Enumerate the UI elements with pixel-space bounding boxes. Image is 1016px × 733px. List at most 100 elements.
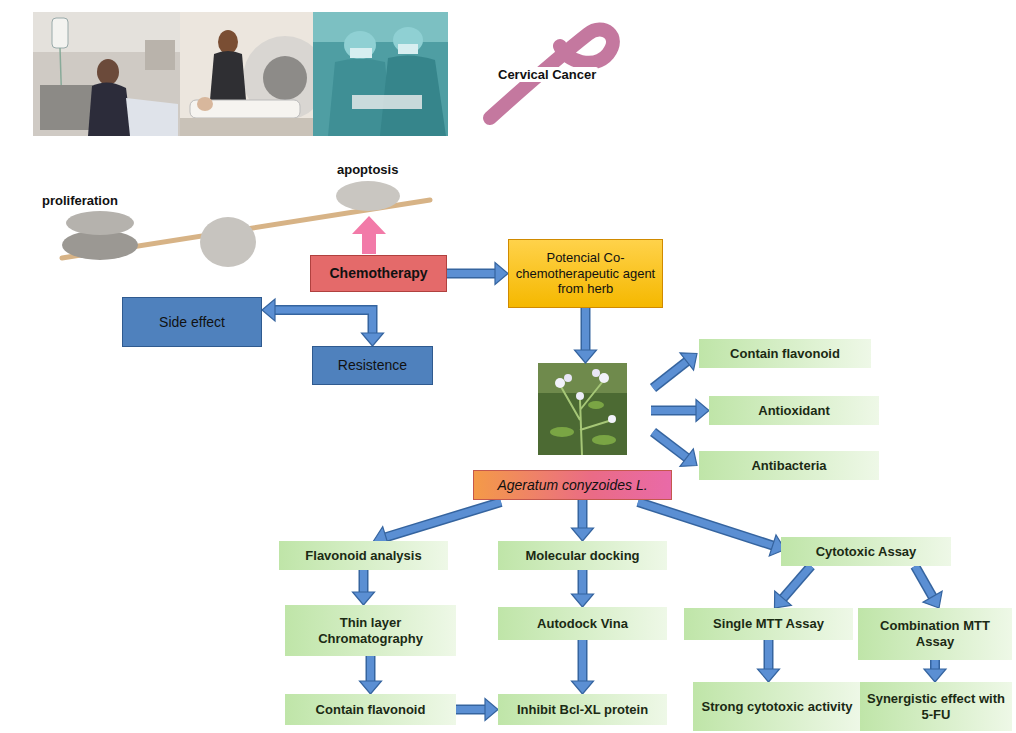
surgery-photo — [350, 48, 372, 58]
surgery-photo — [313, 12, 448, 136]
balance-stones — [200, 217, 256, 267]
herb-box: Ageratum conyzoides L. — [473, 470, 672, 500]
block-arrow — [653, 432, 687, 458]
chemo-photo — [126, 98, 178, 136]
plant-photo — [592, 369, 600, 377]
block-arrow — [366, 656, 376, 681]
problem-box: Resistence — [312, 346, 433, 385]
balance-stones — [66, 211, 134, 235]
chemo-photo — [33, 12, 180, 136]
awareness-ribbon — [490, 30, 613, 118]
box-text: Antioxidant — [758, 403, 830, 419]
block-arrow — [653, 362, 687, 388]
result-box: Inhibit Bcl-XL protein — [498, 694, 667, 725]
box-text: Contain flavonoid — [316, 702, 426, 718]
chemo-photo — [52, 18, 68, 48]
block-arrow — [367, 656, 374, 681]
block-arrow — [579, 570, 586, 594]
block-arrow — [579, 500, 586, 528]
balance-label: proliferation — [40, 193, 120, 208]
block-arrow — [783, 566, 811, 598]
block-arrow — [275, 310, 373, 333]
block-arrow — [353, 570, 375, 605]
agent-box: Potencial Co-chemotherapeutic agent from… — [508, 239, 663, 308]
result-box: Synergistic effect with 5-FU — [860, 682, 1012, 731]
block-arrow — [783, 566, 811, 598]
scanner-photo — [210, 51, 246, 100]
block-arrow — [578, 640, 588, 681]
method-box: Molecular docking — [498, 541, 667, 570]
block-arrow — [653, 362, 687, 388]
process-box: Chemotherapy — [310, 255, 447, 292]
block-arrow — [758, 640, 780, 682]
surgery-photo — [344, 31, 376, 59]
block-arrow — [575, 308, 597, 363]
result-box: Strong cytotoxic activity — [693, 682, 861, 731]
surgery-photo — [313, 12, 448, 136]
block-arrow — [360, 681, 382, 694]
box-text: Thin layer Chromatography — [290, 615, 451, 646]
pink-up-arrow — [352, 216, 386, 254]
scanner-photo — [197, 97, 213, 111]
method-box: Flavonoid analysis — [279, 541, 448, 570]
block-arrow — [495, 263, 508, 285]
block-arrow — [572, 528, 594, 541]
chemo-photo — [88, 82, 132, 136]
scanner-photo — [263, 56, 307, 100]
block-arrow — [932, 660, 939, 669]
box-text: Resistence — [338, 357, 407, 374]
block-arrow — [651, 407, 696, 414]
block-arrow — [575, 350, 597, 363]
step-box: Combination MTT Assay — [858, 608, 1012, 660]
scanner-photo — [180, 118, 313, 136]
block-arrow — [653, 353, 697, 388]
block-arrow — [572, 640, 594, 694]
block-arrow — [572, 594, 594, 607]
block-arrow — [456, 706, 485, 713]
plant-photo — [538, 363, 627, 393]
block-arrow — [653, 432, 687, 458]
block-arrow — [924, 669, 946, 682]
block-arrow — [765, 640, 772, 669]
block-arrow — [362, 333, 384, 346]
surgery-photo — [398, 44, 418, 54]
block-arrow — [582, 308, 589, 350]
box-text: Potencial Co-chemotherapeutic agent from… — [514, 250, 657, 297]
block-arrow — [581, 308, 591, 350]
block-arrow — [680, 449, 697, 467]
block-arrow — [456, 699, 498, 721]
block-arrow — [758, 669, 780, 682]
block-arrow — [447, 269, 495, 279]
method-box: Cytotoxic Assay — [781, 537, 951, 566]
surgery-photo — [352, 95, 422, 109]
block-arrow — [572, 570, 594, 607]
block-arrow — [923, 591, 942, 608]
box-text: Ageratum conyzoides L. — [497, 477, 647, 494]
plant-photo — [592, 435, 616, 445]
block-arrow — [572, 681, 594, 694]
plant-photo — [564, 374, 572, 382]
block-arrow — [638, 502, 773, 546]
box-text: Chemotherapy — [329, 265, 427, 282]
block-arrow — [447, 270, 495, 277]
plant-photo — [538, 363, 627, 455]
chemo-photo — [40, 85, 95, 130]
ribbon-label: Cervical Cancer — [496, 67, 598, 82]
box-text: Autodock Vina — [537, 616, 628, 632]
block-arrow — [638, 502, 773, 546]
block-arrow — [386, 502, 501, 537]
chemo-photo — [97, 59, 119, 85]
box-text: Combination MTT Assay — [863, 618, 1007, 649]
step-box: Autodock Vina — [498, 607, 667, 640]
block-arrow — [915, 566, 933, 597]
scanner-photo — [218, 30, 238, 54]
block-arrow — [930, 660, 940, 669]
block-arrow — [578, 570, 588, 594]
result-box: Contain flavonoid — [285, 694, 456, 725]
block-arrow — [572, 500, 594, 541]
chemo-photo — [33, 12, 180, 136]
plant-photo — [550, 427, 574, 437]
plant-photo — [555, 378, 565, 388]
block-arrow — [456, 705, 485, 715]
